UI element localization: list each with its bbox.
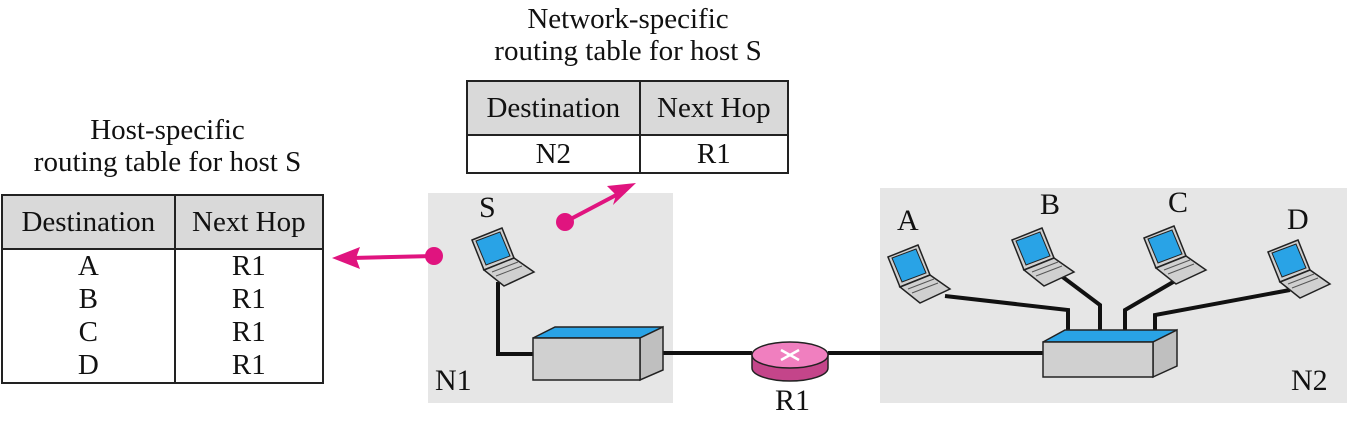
host-a-label: A <box>897 204 919 237</box>
network-table-caption: Network-specific routing table for host … <box>494 3 762 67</box>
router-r1 <box>751 341 829 382</box>
host-routing-table: Destination Next Hop A R1 B R1 C R1 D R1 <box>1 194 325 384</box>
table-row: C R1 <box>1 316 325 349</box>
next-hop-cell: R1 <box>173 316 325 349</box>
network-routing-table: Destination Next Hop N2 R1 <box>466 80 790 174</box>
cables <box>496 273 1291 356</box>
table-row: B R1 <box>1 283 325 316</box>
table-row: D R1 <box>1 349 325 384</box>
column-header-destination: Destination <box>1 194 176 250</box>
router-r1-label: R1 <box>775 384 811 417</box>
arrow-to-host-table <box>332 247 443 269</box>
host-d-label: D <box>1287 203 1309 236</box>
column-header-next-hop: Next Hop <box>638 80 790 136</box>
table-row: N2 R1 <box>466 135 790 174</box>
switch-n1 <box>532 325 664 382</box>
destination-cell: B <box>1 283 176 316</box>
destination-cell: A <box>1 249 176 283</box>
column-header-next-hop: Next Hop <box>173 194 325 250</box>
next-hop-cell: R1 <box>173 249 325 283</box>
destination-cell: D <box>1 349 176 384</box>
next-hop-cell: R1 <box>638 135 790 174</box>
network-n1-label: N1 <box>435 364 472 397</box>
host-table-caption: Host-specific routing table for host S <box>33 114 302 178</box>
arrow-to-network-table <box>556 183 636 231</box>
column-header-destination: Destination <box>466 80 641 136</box>
network-n2-label: N2 <box>1291 364 1328 397</box>
host-s-label: S <box>479 191 496 224</box>
switch-n2 <box>1042 328 1178 379</box>
host-c-label: C <box>1168 186 1189 219</box>
next-hop-cell: R1 <box>173 283 325 316</box>
destination-cell: N2 <box>466 135 641 174</box>
host-b-label: B <box>1040 188 1061 221</box>
table-row: A R1 <box>1 249 325 283</box>
destination-cell: C <box>1 316 176 349</box>
next-hop-cell: R1 <box>173 349 325 384</box>
